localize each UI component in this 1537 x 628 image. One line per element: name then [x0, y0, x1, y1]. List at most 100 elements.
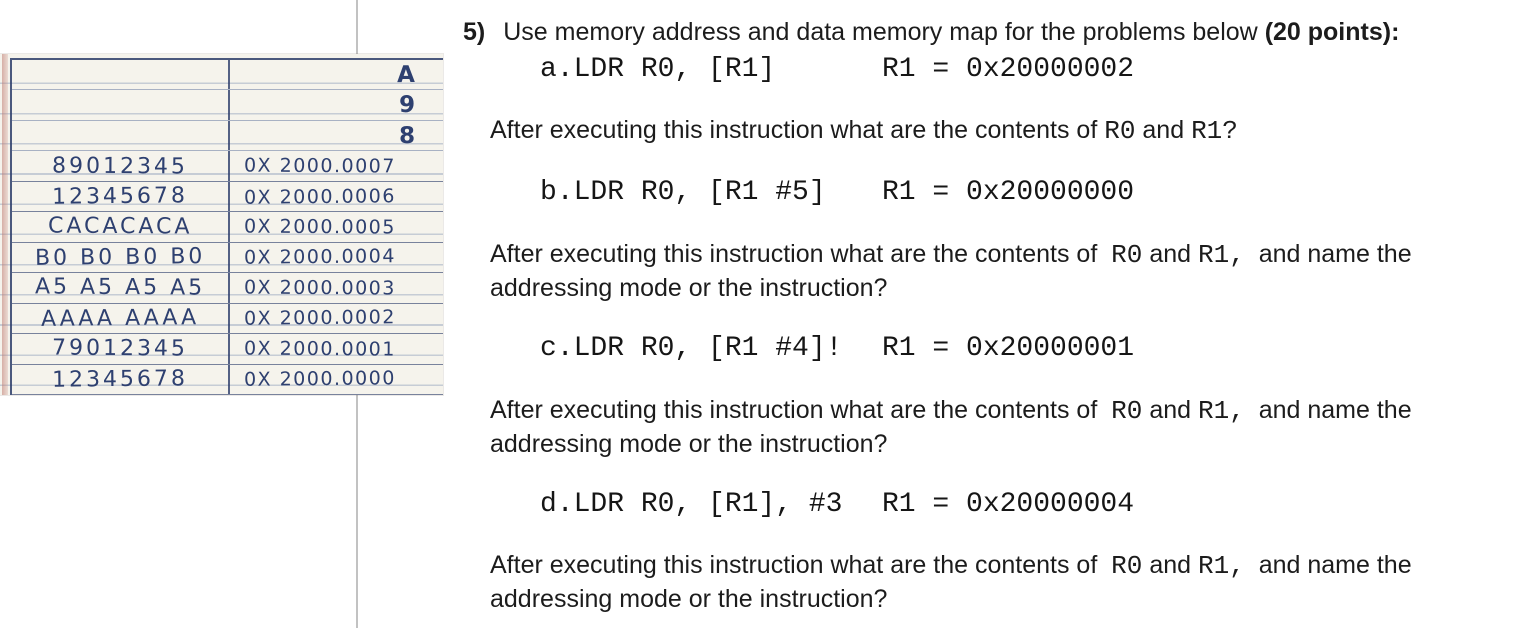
problem-number: 5) [463, 18, 486, 46]
memory-value-cell [12, 90, 230, 120]
table-row: 79012345 0X 2000.0001 [12, 334, 443, 365]
memory-value-cell [12, 60, 230, 90]
instruction-code: b.LDR R0, [R1 #5] [540, 177, 826, 208]
memory-address: 0X 2000.0002 [243, 306, 397, 331]
question-text: After executing this instruction what ar… [490, 116, 1105, 144]
problem-intro: 5) Use memory address and data memory map… [463, 16, 1399, 48]
memory-value-cell: 12345678 [12, 181, 230, 212]
instruction-code: c.LDR R0, [R1 #4]! [540, 333, 843, 364]
memory-map-table: A 9 8 89012345 0X 2000.0007 12345678 0X 2000.0… [10, 58, 443, 395]
register-name: R0 [1111, 551, 1143, 581]
question-c: After executing this instruction what ar… [463, 394, 1510, 461]
table-row: 12345678 0X 2000.0000 [12, 364, 443, 395]
memory-value: 12345678 [51, 366, 189, 393]
problem-points: (20 points): [1264, 18, 1400, 46]
question-line-1: After executing this instruction what ar… [490, 114, 1510, 148]
question-line-1: After executing this instruction what ar… [490, 238, 1510, 272]
memory-value-cell: AAAA AAAA [12, 303, 230, 334]
question-text: and [1142, 240, 1198, 268]
register-name: R1? [1191, 116, 1238, 146]
memory-address: 0X 2000.0001 [243, 337, 396, 361]
table-row-header: A [12, 60, 443, 91]
table-row-header: 8 [12, 120, 443, 152]
notebook-margin-line [2, 54, 8, 395]
memory-address-cell: 0X 2000.0001 [230, 334, 443, 363]
question-line-2: addressing mode or the instruction? [490, 274, 888, 302]
memory-address-cell: 0X 2000.0000 [230, 365, 443, 394]
register-name: R1, [1198, 396, 1245, 426]
question-a: After executing this instruction what ar… [463, 114, 1510, 148]
register-name: R1, [1198, 551, 1245, 581]
table-row: CACACACA 0X 2000.0005 [12, 212, 443, 243]
memory-address-cell: 9 [230, 90, 443, 119]
problem-text-column: 5) Use memory address and data memory map… [463, 0, 1537, 628]
question-line-1: After executing this instruction what ar… [490, 549, 1510, 583]
instruction-line-a: a.LDR R0, [R1] R1 = 0x20000002 [463, 53, 1537, 87]
table-row: 89012345 0X 2000.0007 [12, 151, 443, 182]
instruction-code: d.LDR R0, [R1], #3 [540, 489, 843, 520]
question-text: and name the [1244, 396, 1412, 424]
memory-value: 12345678 [51, 183, 189, 210]
register-name: R0 [1104, 116, 1136, 146]
memory-address-cell: 0X 2000.0003 [230, 273, 443, 302]
question-line-2: addressing mode or the instruction? [490, 585, 888, 613]
memory-address: 0X 2000.0000 [243, 367, 397, 392]
memory-value-cell: B0 B0 B0 B0 [12, 242, 230, 273]
register-value: R1 = 0x20000002 [882, 54, 1135, 85]
memory-address-digit: A [397, 61, 416, 88]
register-value: R1 = 0x20000001 [882, 333, 1135, 364]
memory-address-cell: 0X 2000.0002 [230, 304, 443, 333]
memory-address-cell: 8 [230, 121, 443, 150]
memory-address: 0X 2000.0004 [243, 245, 397, 270]
table-row: A5 A5 A5 A5 0X 2000.0003 [12, 273, 443, 304]
memory-value: 89012345 [51, 153, 189, 180]
register-value: R1 = 0x20000000 [882, 177, 1135, 208]
memory-address-digit: 9 [398, 92, 416, 119]
instruction-line-c: c.LDR R0, [R1 #4]! R1 = 0x20000001 [463, 332, 1537, 366]
memory-address-cell: 0X 2000.0005 [230, 212, 443, 241]
register-name: R0 [1111, 396, 1143, 426]
memory-value: AAAA AAAA [40, 305, 200, 332]
memory-value-cell: CACACACA [12, 212, 230, 242]
memory-value-cell [12, 120, 230, 151]
memory-map-paper: A 9 8 89012345 0X 2000.0007 12345678 0X 2000.0… [0, 54, 443, 395]
table-row: AAAA AAAA 0X 2000.0002 [12, 303, 443, 335]
register-value: R1 = 0x20000004 [882, 489, 1135, 520]
question-line-1: After executing this instruction what ar… [490, 394, 1510, 428]
memory-address-cell: 0X 2000.0004 [230, 243, 443, 272]
question-b: After executing this instruction what ar… [463, 238, 1510, 305]
question-text: and [1142, 551, 1198, 579]
memory-value-cell: 89012345 [12, 151, 230, 181]
table-row-header: 9 [12, 90, 443, 121]
memory-address-cell: A [230, 60, 443, 89]
question-d: After executing this instruction what ar… [463, 549, 1510, 616]
memory-value-cell: 79012345 [12, 334, 230, 364]
problem-intro-text: Use memory address and data memory map f… [503, 18, 1265, 46]
question-line-2: addressing mode or the instruction? [490, 430, 888, 458]
question-text: and [1142, 396, 1198, 424]
question-text: and name the [1244, 240, 1412, 268]
question-text: After executing this instruction what ar… [490, 240, 1112, 268]
table-row: B0 B0 B0 B0 0X 2000.0004 [12, 242, 443, 274]
memory-address: 0X 2000.0006 [243, 184, 397, 209]
memory-value: B0 B0 B0 B0 [34, 244, 206, 271]
instruction-code: a.LDR R0, [R1] [540, 54, 776, 85]
memory-address: 0X 2000.0005 [243, 215, 396, 239]
register-name: R1, [1198, 240, 1245, 270]
memory-address-cell: 0X 2000.0007 [230, 151, 443, 180]
question-text: and [1135, 116, 1192, 144]
question-text: After executing this instruction what ar… [490, 396, 1112, 424]
instruction-line-d: d.LDR R0, [R1], #3 R1 = 0x20000004 [463, 488, 1537, 522]
register-name: R0 [1111, 240, 1143, 270]
question-text: After executing this instruction what ar… [490, 551, 1112, 579]
memory-value-cell: A5 A5 A5 A5 [12, 273, 230, 303]
table-row: 12345678 0X 2000.0006 [12, 181, 443, 213]
memory-value: CACACACA [47, 213, 193, 240]
memory-address-digit: 8 [398, 122, 416, 149]
memory-value: 79012345 [51, 335, 189, 362]
memory-address: 0X 2000.0007 [243, 154, 396, 178]
memory-value: A5 A5 A5 A5 [34, 274, 206, 301]
memory-address: 0X 2000.0003 [243, 276, 396, 300]
question-text: and name the [1244, 551, 1412, 579]
